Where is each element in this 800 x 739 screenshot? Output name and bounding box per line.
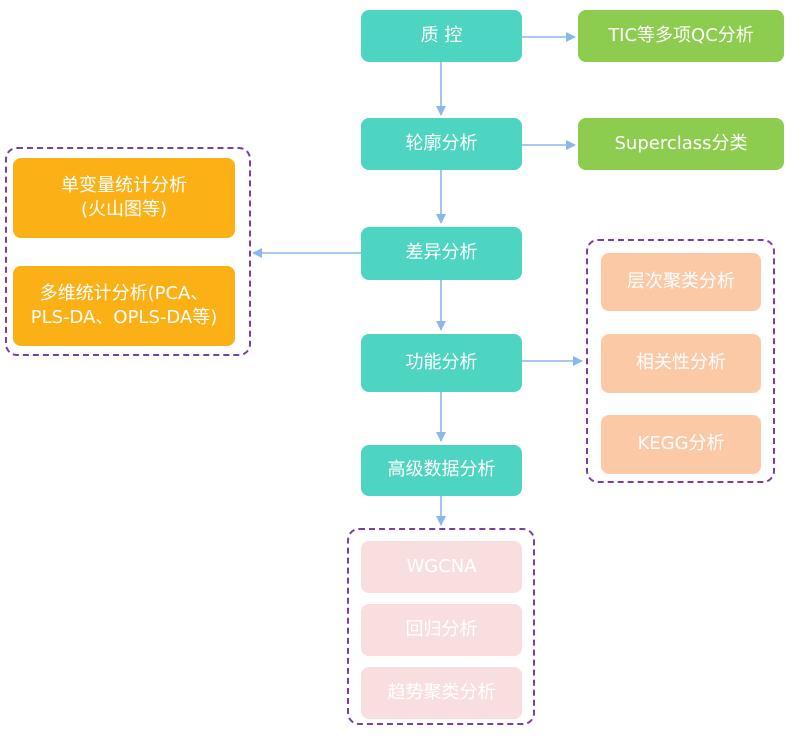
advanced-analysis-box: 高级数据分析 [361,445,522,496]
hierarchical-clustering-box: 层次聚类分析 [601,253,761,311]
differential-analysis-box: 差异分析 [361,227,522,280]
correlation-analysis-box: 相关性分析 [601,334,761,393]
multivariate-stats-box: 多维统计分析(PCA、 PLS-DA、OPLS-DA等) [13,266,235,346]
kegg-analysis-box: KEGG分析 [601,415,761,474]
statistics-group [5,147,251,356]
qc-box: 质 控 [361,10,522,62]
advanced-methods-group [347,528,535,725]
univariate-stats-box: 单变量统计分析 (火山图等) [13,158,235,238]
functional-methods-group [586,239,775,483]
superclass-box: Superclass分类 [578,118,784,170]
regression-analysis-box: 回归分析 [361,604,522,656]
wgcna-box: WGCNA [361,541,522,593]
qc-detail-box: TIC等多项QC分析 [578,10,784,62]
trend-clustering-box: 趋势聚类分析 [361,667,522,719]
profile-analysis-box: 轮廓分析 [361,118,522,170]
functional-analysis-box: 功能分析 [361,334,522,392]
